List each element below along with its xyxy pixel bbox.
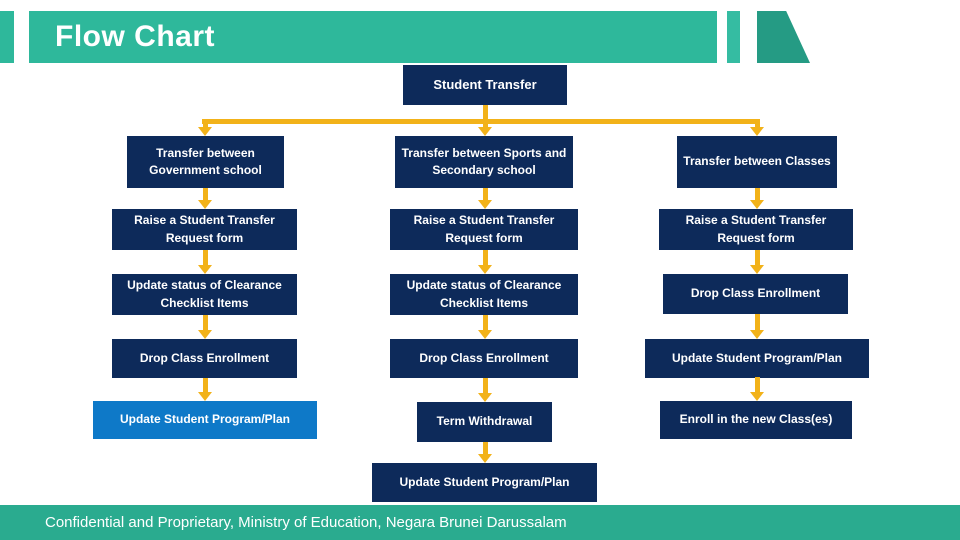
flow-box-student-transfer: Student Transfer <box>403 65 567 105</box>
flow-box-update-checklist-c2: Update status of Clearance Checklist Ite… <box>390 274 578 315</box>
flow-box-raise-request-c3: Raise a Student Transfer Request form <box>659 209 853 250</box>
flow-box-drop-enrollment-c1: Drop Class Enrollment <box>112 339 297 378</box>
flow-box-term-withdrawal: Term Withdrawal <box>417 402 552 442</box>
flow-box-update-checklist-c1: Update status of Clearance Checklist Ite… <box>112 274 297 315</box>
flow-box-update-program-c1: Update Student Program/Plan <box>93 401 317 439</box>
footer-text: Confidential and Proprietary, Ministry o… <box>45 514 567 531</box>
header-accent-bar <box>0 11 14 63</box>
flow-box-transfer-classes: Transfer between Classes <box>677 136 837 188</box>
flow-box-update-program-c3: Update Student Program/Plan <box>645 339 869 378</box>
connector-root-stub <box>482 105 488 121</box>
flow-box-raise-request-c2: Raise a Student Transfer Request form <box>390 209 578 250</box>
flow-box-transfer-sports-secondary: Transfer between Sports and Secondary sc… <box>395 136 573 188</box>
flow-box-update-program-c2: Update Student Program/Plan <box>372 463 597 502</box>
page-title: Flow Chart <box>55 20 215 53</box>
header-decor-trapezoid <box>757 11 810 63</box>
flow-box-enroll-new-classes: Enroll in the new Class(es) <box>660 401 852 439</box>
footer-bar: Confidential and Proprietary, Ministry o… <box>0 505 960 540</box>
flow-box-drop-enrollment-c2: Drop Class Enrollment <box>390 339 578 378</box>
flow-box-transfer-government: Transfer between Government school <box>127 136 284 188</box>
flow-box-drop-enrollment-c3: Drop Class Enrollment <box>663 274 848 314</box>
header-banner: Flow Chart <box>29 11 717 63</box>
header-decor-bar <box>727 11 740 63</box>
flow-box-raise-request-c1: Raise a Student Transfer Request form <box>112 209 297 250</box>
connector-branch-line <box>202 119 760 124</box>
